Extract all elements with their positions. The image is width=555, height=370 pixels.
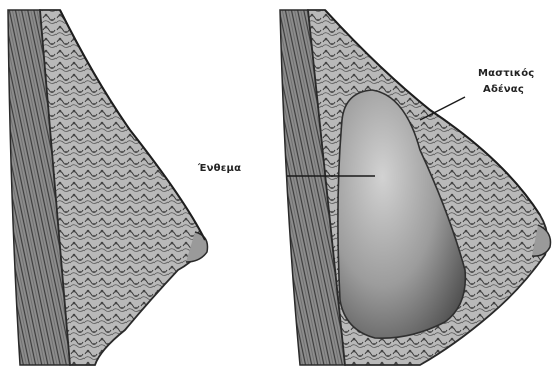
normal-breast-cross-section	[8, 10, 208, 365]
implant-label: Ένθεμα	[198, 163, 241, 174]
breast-tissue	[40, 10, 205, 365]
gland-label-line2: Αδένας	[483, 84, 524, 95]
gland-label-line1: Μαστικός	[478, 68, 534, 79]
augmented-breast-cross-section	[280, 10, 551, 365]
